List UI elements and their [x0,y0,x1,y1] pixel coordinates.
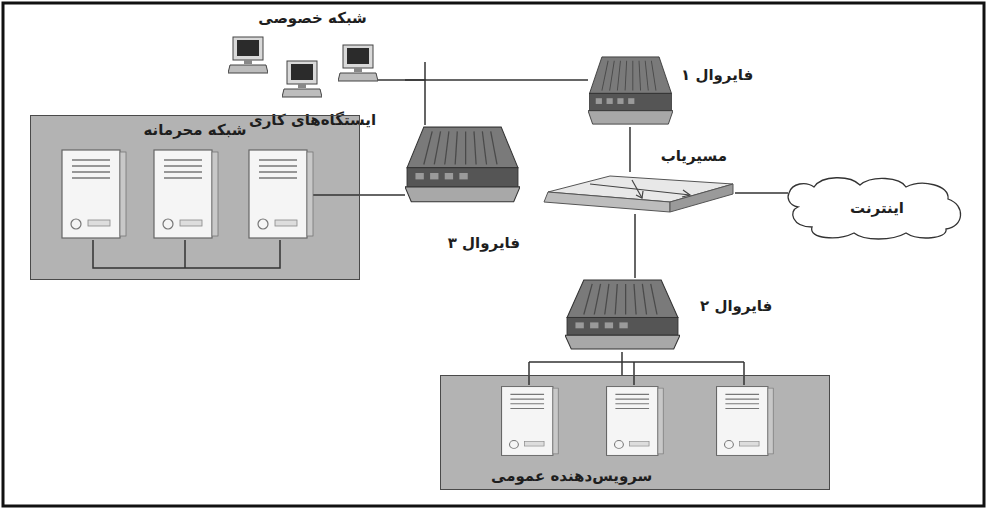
panel-fill [30,115,360,280]
network-link [360,194,405,196]
text-holder: شبکه محرمانه [31,120,359,140]
network-link [634,214,636,278]
server-panel: شبکه محرمانه [30,115,360,280]
network-link [735,192,788,194]
node-label: ایستگاه‌های کاری [249,110,376,130]
outer-frame [3,3,984,506]
network-link [405,79,588,81]
node-label: اینترنت [850,198,904,218]
node-label: شبکه محرمانه [144,120,247,140]
internet-cloud: اینترنت [788,175,966,241]
node-label: فایروال ۱ [681,65,753,85]
workstation-group: شبکه خصوصی ایستگاه‌های کاری [220,8,405,130]
node-label: شبکه خصوصی [258,8,367,28]
router-shape [540,172,735,214]
node-label: فایروال ۳ [448,233,520,253]
node-label: مسیریاب [661,146,727,166]
node-label: فایروال ۲ [700,296,772,316]
firewall-icons [405,57,680,349]
text-holder: فایروال ۳ [448,233,520,253]
node-label: سرویس‌دهنده عمومی [491,466,652,486]
text-holder: ایستگاه‌های کاری [220,110,405,130]
network-link [621,352,623,375]
workstation-icons [228,37,378,97]
text-holder: شبکه خصوصی [220,8,405,28]
router-node: مسیریاب [540,172,735,214]
text-holder: مسیریاب [661,146,727,166]
network-link [405,80,425,125]
text-holder: اینترنت [788,198,966,218]
firewall-node: فایروال ۱ [588,55,673,127]
text-holder: فایروال ۲ [700,296,772,316]
panel-fill [440,375,830,490]
firewall-node: فایروال ۳ [405,125,520,205]
text-holder: فایروال ۱ [681,65,753,85]
firewall-node: فایروال ۲ [565,278,680,352]
network-link [629,127,631,172]
server-panel: سرویس‌دهنده عمومی [440,375,830,490]
text-holder: سرویس‌دهنده عمومی [491,466,652,486]
